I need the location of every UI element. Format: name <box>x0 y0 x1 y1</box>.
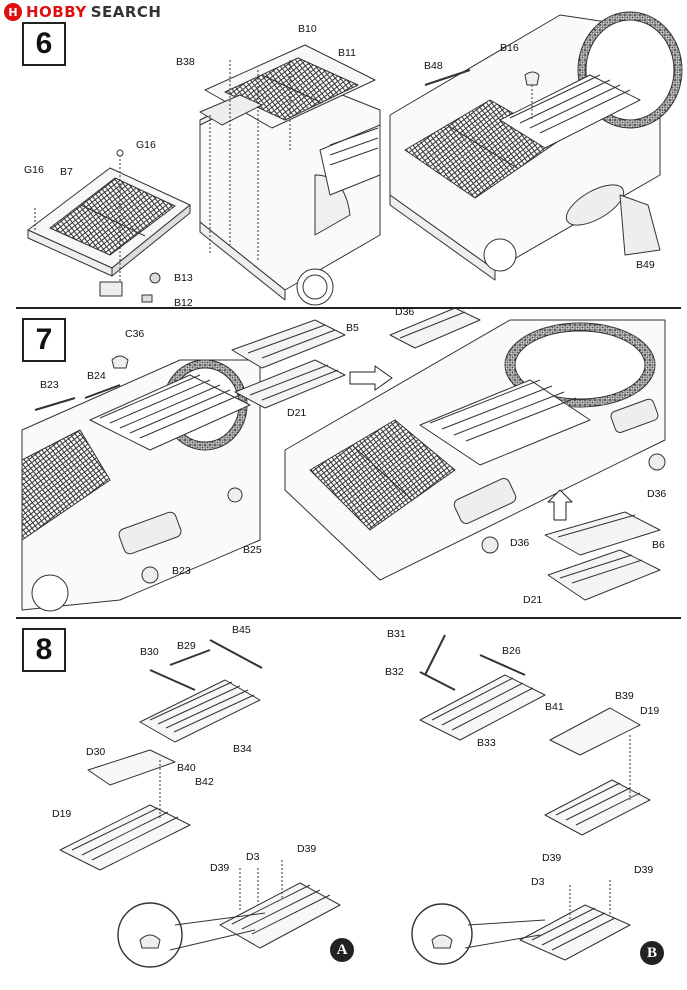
step8-a-drawings <box>59 639 341 968</box>
part-callout: D39 <box>297 843 317 855</box>
part-callout: B26 <box>502 645 521 657</box>
part-callout: D3 <box>531 876 545 888</box>
part-callout: B23 <box>172 565 191 577</box>
part-callout: B39 <box>615 690 634 702</box>
step6-hull-drawing <box>199 44 381 306</box>
part-callout: G16 <box>24 164 44 176</box>
part-callout: B34 <box>233 743 252 755</box>
part-callout: D19 <box>52 808 72 820</box>
step8-b-drawings <box>411 634 651 965</box>
step6-right-hull-drawing <box>389 11 683 281</box>
part-callout: B6 <box>652 539 665 551</box>
part-callout: B40 <box>177 762 196 774</box>
part-callout: B12 <box>174 297 193 309</box>
part-callout: B32 <box>385 666 404 678</box>
step7-left-hull-drawing <box>21 355 261 612</box>
part-callout: B41 <box>545 701 564 713</box>
part-callout: B11 <box>338 47 356 59</box>
part-callout: C36 <box>125 328 145 340</box>
part-callout: D21 <box>523 594 543 606</box>
part-callout: B13 <box>174 272 193 284</box>
part-callout: B16 <box>500 42 519 54</box>
step-number-7: 7 <box>22 318 66 362</box>
b7-panel-drawing <box>27 149 191 303</box>
logo-search-text: SEARCH <box>90 3 162 21</box>
part-callout: D36 <box>510 537 530 549</box>
part-callout: B30 <box>140 646 159 658</box>
part-callout: B29 <box>177 640 196 652</box>
part-callout: D39 <box>634 864 654 876</box>
part-callout: D19 <box>640 705 660 717</box>
part-callout: D30 <box>86 746 106 758</box>
step-divider <box>16 307 681 309</box>
part-callout: D39 <box>210 862 230 874</box>
step7-right-hull-drawing <box>284 307 666 601</box>
part-callout: D36 <box>395 306 415 318</box>
hobbysearch-logo: H HOBBY SEARCH <box>4 3 162 21</box>
step-divider <box>16 617 681 619</box>
part-callout: B49 <box>636 259 655 271</box>
part-callout: B48 <box>424 60 443 72</box>
part-callout: B7 <box>60 166 73 178</box>
step7-exploded-plates-drawing <box>231 319 393 409</box>
part-callout: B25 <box>243 544 262 556</box>
logo-mark-icon: H <box>4 3 22 21</box>
part-callout: B10 <box>298 23 317 35</box>
sub-assembly-b-badge: B <box>640 941 664 965</box>
part-callout: B24 <box>87 370 106 382</box>
part-callout: B23 <box>40 379 59 391</box>
part-callout: B42 <box>195 776 214 788</box>
part-callout: B38 <box>176 56 195 68</box>
part-callout: D3 <box>246 851 260 863</box>
step-number-8: 8 <box>22 628 66 672</box>
part-callout: B31 <box>387 628 406 640</box>
part-callout: B5 <box>346 322 359 334</box>
part-callout: D36 <box>647 488 667 500</box>
part-callout: B45 <box>232 624 251 636</box>
logo-hobby-text: HOBBY <box>26 3 87 21</box>
part-callout: D39 <box>542 852 562 864</box>
sub-assembly-a-badge: A <box>330 938 354 962</box>
part-callout: G16 <box>136 139 156 151</box>
step-number-6: 6 <box>22 22 66 66</box>
part-callout: B33 <box>477 737 496 749</box>
part-callout: D21 <box>287 407 307 419</box>
